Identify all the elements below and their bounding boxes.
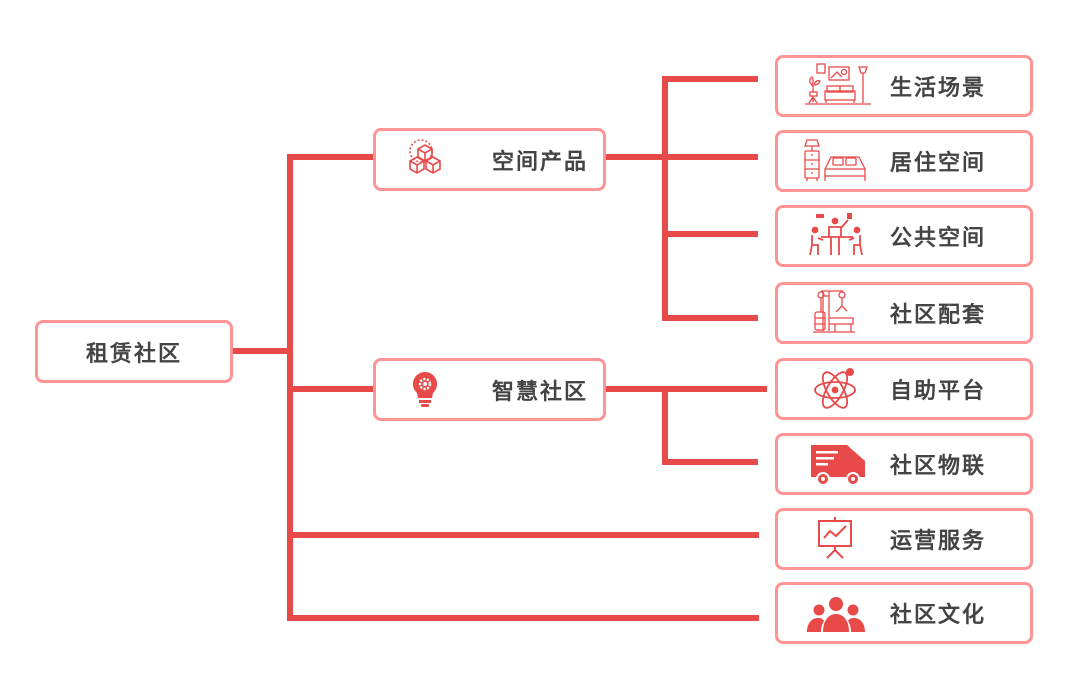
leaf-label: 公共空间 [890, 226, 987, 251]
node-community-culture[interactable]: 社区文化 [775, 582, 1033, 644]
living-room-icon [801, 61, 873, 111]
node-space-products[interactable]: 空间产品 [373, 128, 606, 191]
connector-smart-out [605, 386, 767, 392]
delivery-truck-icon [801, 439, 873, 489]
leaf-label: 运营服务 [890, 529, 987, 554]
node-living-space[interactable]: 居住空间 [775, 130, 1033, 192]
leaf-label: 生活场景 [890, 76, 987, 101]
connector-to-operation-service [287, 532, 759, 538]
connector-to-public-space [662, 231, 758, 237]
root-node[interactable]: 租赁社区 [35, 320, 233, 383]
connector-to-living-space [662, 154, 758, 160]
connector-smart-trunk [662, 386, 668, 465]
node-label: 智慧社区 [492, 379, 589, 405]
node-life-scene[interactable]: 生活场景 [775, 55, 1033, 117]
node-public-space[interactable]: 公共空间 [775, 205, 1033, 267]
leaf-label: 社区配套 [890, 303, 987, 328]
atom-icon [801, 364, 873, 414]
node-label: 空间产品 [492, 149, 589, 175]
node-smart-community[interactable]: 智慧社区 [373, 358, 606, 421]
meeting-icon [801, 211, 873, 261]
lightbulb-gear-icon [400, 367, 450, 413]
leaf-label: 自助平台 [890, 379, 987, 404]
bedroom-icon [801, 136, 873, 186]
connector-to-iot [662, 459, 758, 465]
people-group-icon [801, 588, 873, 638]
leaf-label: 社区文化 [890, 603, 987, 628]
leaf-label: 居住空间 [890, 151, 987, 176]
connector-space-trunk [662, 76, 668, 321]
presentation-chart-icon [801, 514, 873, 564]
connector-root-out [232, 348, 291, 354]
node-iot[interactable]: 社区物联 [775, 433, 1033, 495]
gym-equipment-icon [801, 288, 873, 338]
connector-to-facilities [662, 315, 758, 321]
connector-to-smart-community [287, 386, 374, 392]
node-facilities[interactable]: 社区配套 [775, 282, 1033, 344]
connector-space-out [605, 154, 667, 160]
connector-to-community-culture [287, 615, 759, 621]
connector-to-space-products [287, 154, 374, 160]
node-self-service[interactable]: 自助平台 [775, 358, 1033, 420]
cubes-icon [400, 137, 450, 183]
leaf-label: 社区物联 [890, 454, 987, 479]
root-label: 租赁社区 [85, 341, 182, 367]
node-operation-service[interactable]: 运营服务 [775, 508, 1033, 570]
connector-to-life-scene [662, 76, 758, 82]
